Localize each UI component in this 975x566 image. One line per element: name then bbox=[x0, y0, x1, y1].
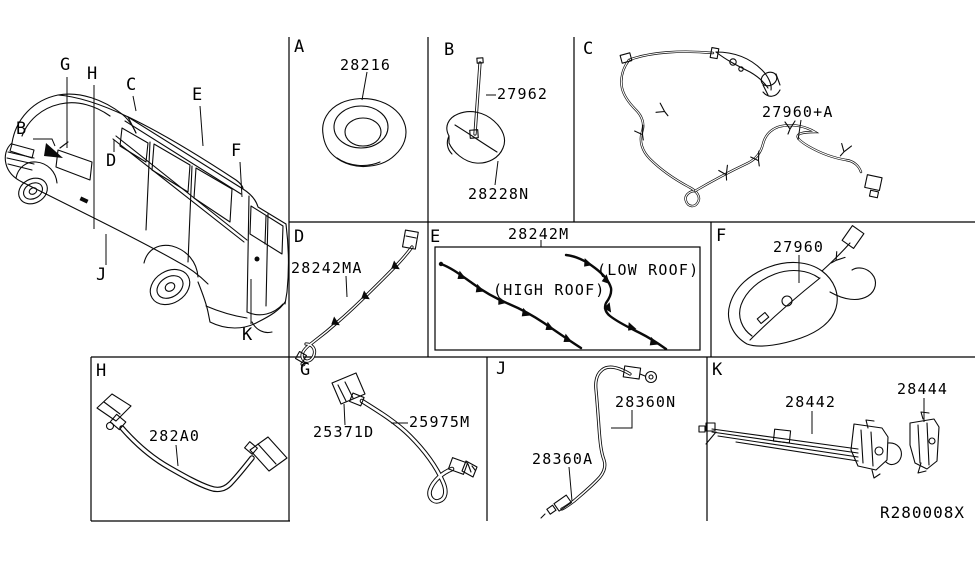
van-callout-g: G bbox=[60, 55, 71, 75]
section-b-antenna-art bbox=[446, 57, 506, 164]
part-label-cable-25975m: 25975M bbox=[409, 413, 471, 431]
part-label-bracket-28444: 28444 bbox=[897, 380, 949, 398]
van-illustration bbox=[4, 93, 289, 334]
section-f-antenna-art bbox=[728, 225, 877, 347]
section-g-letter: G bbox=[300, 360, 311, 380]
part-label-connector-25371d: 25371D bbox=[313, 423, 375, 441]
note-high-roof: (HIGH ROOF) bbox=[493, 281, 606, 299]
section-k-letter: K bbox=[712, 360, 723, 380]
van-callout-c: C bbox=[126, 75, 137, 95]
part-label-rod-28442: 28442 bbox=[785, 393, 837, 411]
section-a-grommet-art bbox=[322, 98, 407, 168]
part-label-end-28360a: 28360A bbox=[532, 450, 594, 468]
section-g-cable-art bbox=[331, 372, 478, 504]
section-grid bbox=[90, 37, 975, 522]
van-callout-k: K bbox=[242, 325, 253, 345]
section-c-letter: C bbox=[583, 39, 594, 59]
van-callout-j: J bbox=[96, 265, 107, 285]
note-low-roof: (LOW ROOF) bbox=[597, 261, 700, 279]
part-label-grommet: 28216 bbox=[340, 56, 392, 74]
section-b-letter: B bbox=[444, 40, 455, 60]
van-callout-e: E bbox=[192, 85, 203, 105]
van-callout-h: H bbox=[87, 64, 98, 84]
van-callout-leaders bbox=[33, 77, 252, 324]
part-label-antenna-base: 28228N bbox=[468, 185, 530, 203]
section-d-cable-art bbox=[294, 229, 419, 367]
van-callout-f: F bbox=[231, 141, 242, 161]
section-h-cable-art bbox=[96, 393, 288, 493]
section-j-cable-art bbox=[540, 365, 658, 519]
section-j-letter: J bbox=[496, 359, 507, 379]
section-h-letter: H bbox=[96, 361, 107, 381]
part-label-feeder-harness: 27960+A bbox=[762, 103, 834, 121]
section-e-cables-art bbox=[438, 253, 668, 351]
part-label-cable-282a0: 282A0 bbox=[149, 427, 201, 445]
part-label-cable-28242m: 28242M bbox=[508, 225, 570, 243]
section-d-letter: D bbox=[294, 227, 305, 247]
part-label-cable-28242ma: 28242MA bbox=[291, 259, 363, 277]
part-label-leaders bbox=[175, 71, 925, 502]
section-k-bracket-art bbox=[698, 411, 940, 479]
section-a-letter: A bbox=[294, 37, 305, 57]
section-e-letter: E bbox=[430, 227, 441, 247]
van-callout-b: B bbox=[16, 119, 27, 139]
van-callout-d: D bbox=[106, 151, 117, 171]
part-label-antenna-27960: 27960 bbox=[773, 238, 825, 256]
part-label-cable-28360n: 28360N bbox=[615, 393, 677, 411]
section-f-letter: F bbox=[716, 226, 727, 246]
part-label-antenna-rod: 27962 bbox=[497, 85, 549, 103]
section-c-feeder-art bbox=[619, 47, 883, 208]
drawing-ref-code: R280008X bbox=[880, 503, 966, 522]
